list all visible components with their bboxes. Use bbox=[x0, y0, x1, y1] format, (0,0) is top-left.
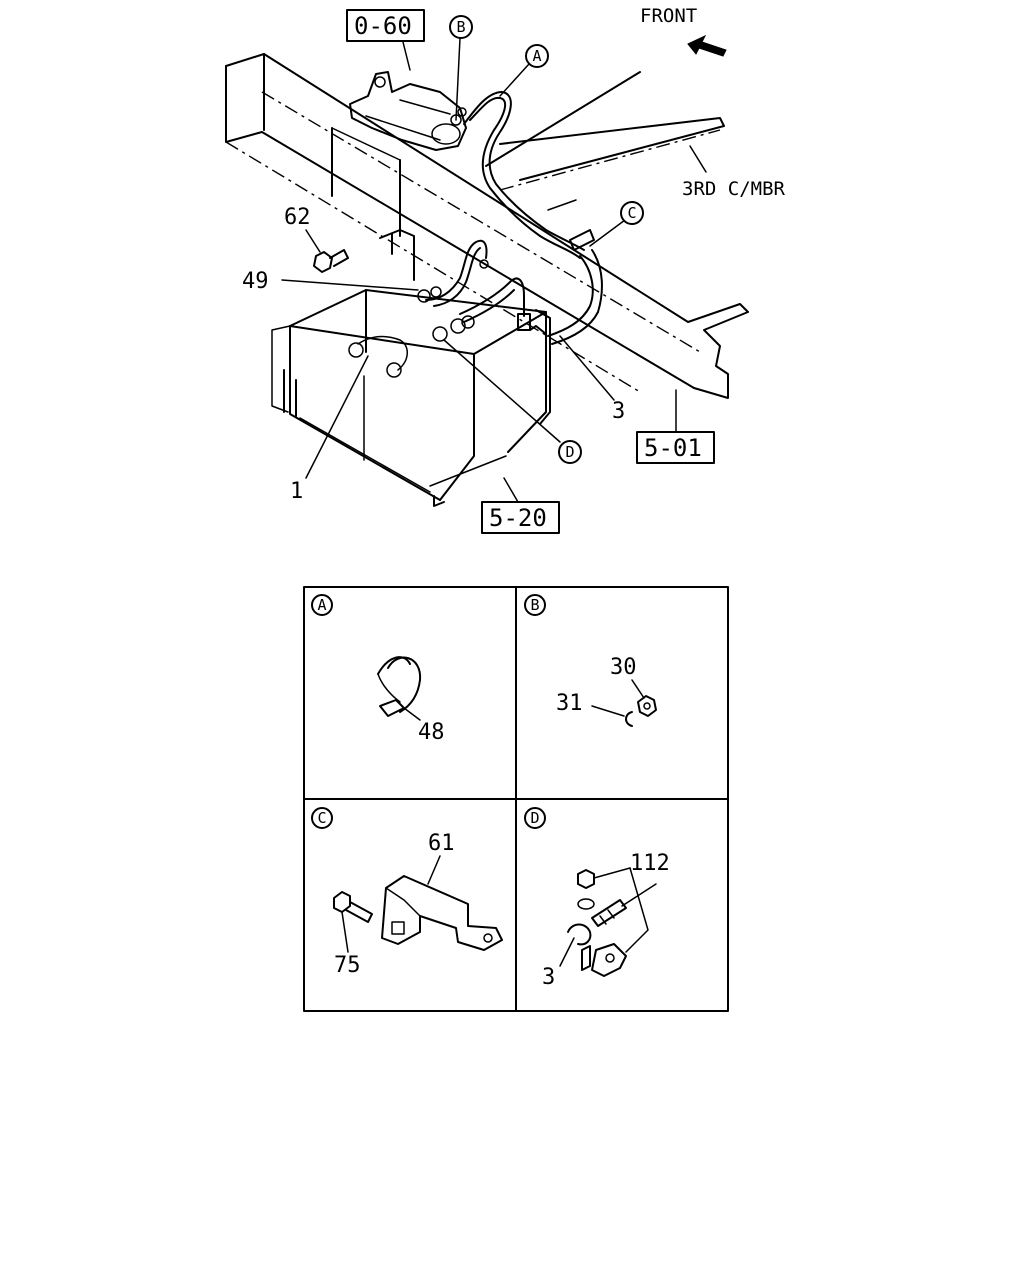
frame-member-label: 3RD C/MBR bbox=[682, 178, 786, 200]
nut-30 bbox=[637, 695, 657, 717]
bracket-61 bbox=[381, 875, 503, 951]
part-112-label: 112 bbox=[630, 851, 670, 876]
callout-b-text: B bbox=[456, 18, 465, 36]
part-1-label: 1 bbox=[290, 479, 303, 504]
cross-member bbox=[485, 71, 725, 211]
callout-d[interactable]: D bbox=[558, 440, 582, 464]
starter-motor bbox=[349, 71, 467, 151]
bolt-62 bbox=[313, 249, 349, 273]
leader-lines bbox=[281, 37, 707, 503]
battery-tray bbox=[283, 229, 551, 507]
part-31-label: 31 bbox=[556, 691, 583, 716]
detail-c: C 61 75 bbox=[311, 807, 503, 978]
callout-c-text: C bbox=[627, 204, 636, 222]
callout-d-text: D bbox=[565, 443, 574, 461]
detail-d-letter: D bbox=[530, 809, 539, 827]
washer-31 bbox=[625, 711, 633, 727]
terminal-hardware bbox=[567, 869, 627, 977]
detail-a: A 48 bbox=[311, 594, 445, 745]
battery bbox=[271, 289, 547, 501]
front-label: FRONT bbox=[640, 5, 697, 27]
bolt-75 bbox=[333, 891, 373, 923]
part-3-label: 3 bbox=[612, 399, 625, 424]
cable-49 bbox=[417, 239, 489, 307]
frame-rail bbox=[225, 53, 749, 399]
detail-c-letter: C bbox=[317, 809, 326, 827]
callout-a[interactable]: A bbox=[525, 44, 549, 68]
callout-c[interactable]: C bbox=[620, 201, 644, 225]
callout-a-text: A bbox=[532, 47, 541, 65]
part-75-label: 75 bbox=[334, 953, 361, 978]
part-30-label: 30 bbox=[610, 655, 637, 680]
part-3-detail-label: 3 bbox=[542, 965, 555, 990]
ref-5-20-text: 5-20 bbox=[489, 504, 547, 532]
callout-b[interactable]: B bbox=[449, 15, 473, 39]
detail-b-letter: B bbox=[530, 596, 539, 614]
main-assembly: FRONT bbox=[225, 5, 786, 534]
detail-d: D 112 3 bbox=[524, 807, 670, 990]
front-arrow-icon bbox=[687, 34, 727, 57]
detail-grid: A 48 B 30 31 bbox=[303, 586, 729, 1012]
detail-a-letter: A bbox=[317, 596, 326, 614]
ref-box-5-20[interactable]: 5-20 bbox=[481, 501, 560, 534]
clamp-c bbox=[569, 229, 595, 251]
ref-box-0-60[interactable]: 0-60 bbox=[346, 9, 425, 42]
part-48-label: 48 bbox=[418, 720, 445, 745]
part-49-label: 49 bbox=[242, 269, 269, 294]
battery-cable bbox=[463, 91, 603, 345]
ref-5-01-text: 5-01 bbox=[644, 434, 702, 462]
ref-box-5-01[interactable]: 5-01 bbox=[636, 431, 715, 464]
ref-0-60-text: 0-60 bbox=[354, 12, 412, 40]
ground-cable bbox=[459, 277, 531, 331]
detail-b: B 30 31 bbox=[524, 594, 657, 727]
part-61-label: 61 bbox=[428, 831, 455, 856]
part-62-label: 62 bbox=[284, 205, 311, 230]
cable-tie-clip bbox=[377, 656, 422, 717]
